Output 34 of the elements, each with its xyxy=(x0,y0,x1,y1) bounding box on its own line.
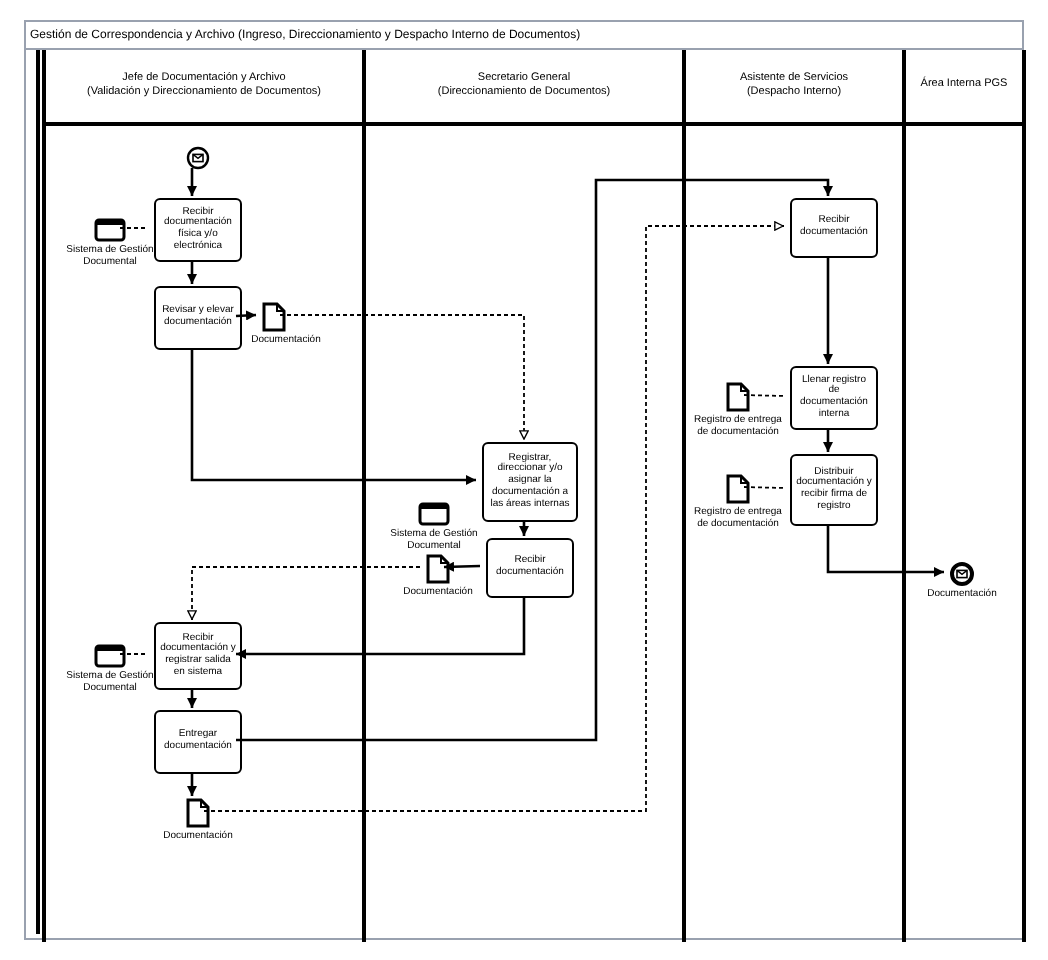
sequence-flow-arrow xyxy=(187,772,197,796)
sequence-flow-arrow xyxy=(823,256,833,364)
swimlane xyxy=(682,50,902,942)
swimlane xyxy=(42,50,362,942)
sequence-flow-arrow xyxy=(826,524,944,577)
sequence-flow-arrow xyxy=(187,168,197,196)
message-flow-arrow xyxy=(203,221,785,812)
sequence-flow-arrow xyxy=(187,688,197,708)
sequence-flow-arrow xyxy=(519,520,529,536)
message-flow-arrow xyxy=(279,314,529,441)
pool-frame xyxy=(24,20,1024,940)
task-box xyxy=(790,366,878,430)
task-box xyxy=(482,442,578,522)
association-line xyxy=(743,394,785,397)
task-box xyxy=(790,454,878,526)
swimlane xyxy=(902,50,1026,942)
task-box xyxy=(154,710,242,774)
sequence-flow-arrow xyxy=(443,561,481,572)
association-line xyxy=(119,653,149,655)
task-box xyxy=(486,538,574,598)
message-flow-arrow xyxy=(187,566,421,621)
sequence-flow-arrow xyxy=(235,310,257,321)
association-line xyxy=(743,486,785,489)
sequence-flow-arrow xyxy=(190,348,476,485)
task-box xyxy=(154,622,242,690)
task-box xyxy=(154,198,242,262)
task-box xyxy=(154,286,242,350)
sequence-flow-arrow xyxy=(236,596,526,659)
sequence-flow-arrow xyxy=(187,260,197,284)
association-line xyxy=(119,227,149,229)
sequence-flow-arrow xyxy=(236,178,833,742)
sequence-flow-arrow xyxy=(823,428,833,452)
task-box xyxy=(790,198,878,258)
swimlane xyxy=(362,50,682,942)
